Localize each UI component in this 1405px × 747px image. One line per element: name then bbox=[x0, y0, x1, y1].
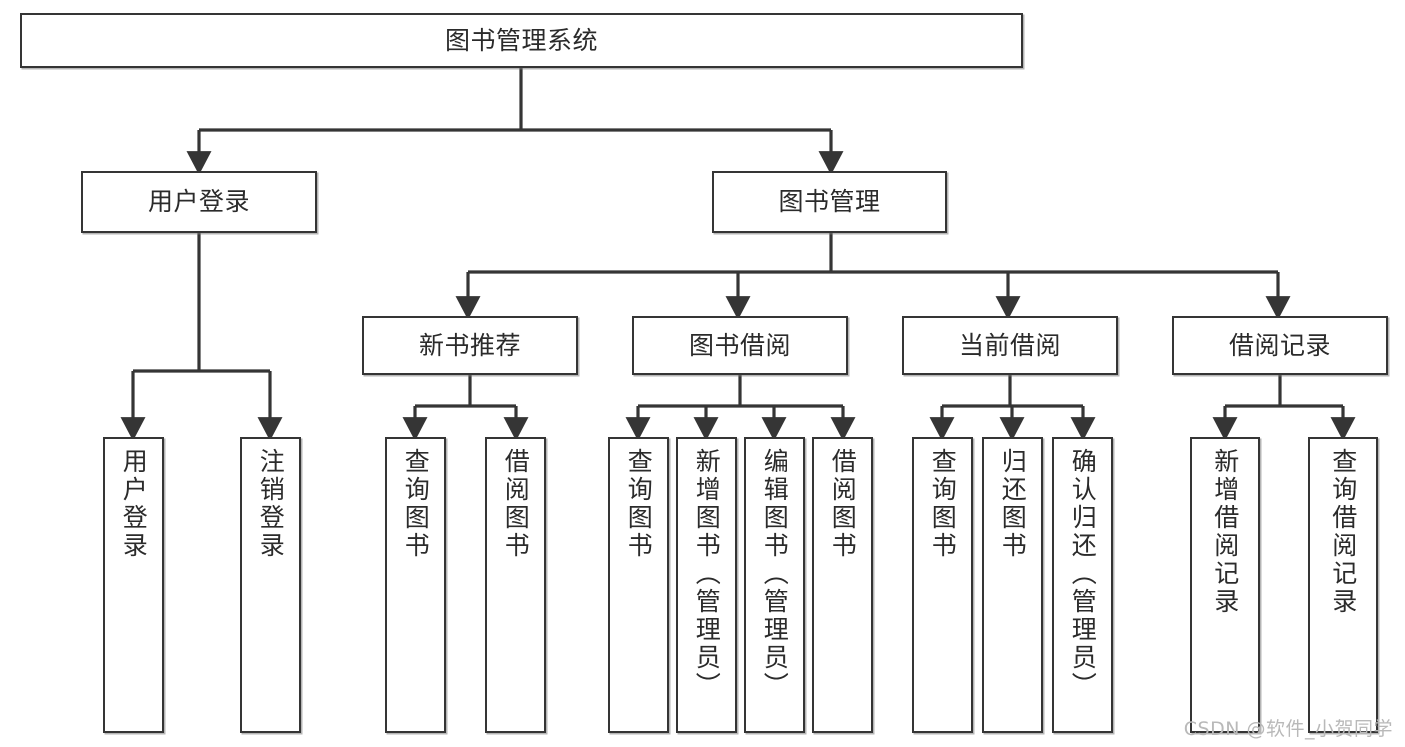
node-label: 新书推荐 bbox=[418, 330, 521, 360]
node-label: 新增图书（管理员） bbox=[692, 448, 722, 700]
node-leaf-query-book-borrow[interactable]: 查询图书 bbox=[608, 437, 669, 733]
node-label: 查询图书 bbox=[928, 448, 958, 560]
node-book-borrowing[interactable]: 图书借阅 bbox=[632, 316, 848, 375]
edge-userlogin-to-leaves bbox=[120, 233, 283, 441]
node-label: 注销登录 bbox=[256, 448, 286, 560]
edge-root-to-level2 bbox=[186, 68, 844, 175]
node-borrowing-record[interactable]: 借阅记录 bbox=[1172, 316, 1388, 375]
node-book-management[interactable]: 图书管理 bbox=[712, 171, 947, 233]
node-leaf-logout-login[interactable]: 注销登录 bbox=[240, 437, 301, 733]
node-label: 查询借阅记录 bbox=[1328, 448, 1358, 616]
node-leaf-query-book-newbook[interactable]: 查询图书 bbox=[385, 437, 446, 733]
edge-borrowrecord-to-leaves bbox=[1212, 375, 1356, 441]
node-label: 查询图书 bbox=[624, 448, 654, 560]
node-label: 确认归还（管理员） bbox=[1068, 448, 1098, 700]
node-label: 新增借阅记录 bbox=[1210, 448, 1240, 616]
node-label: 借阅图书 bbox=[828, 448, 858, 560]
edge-bookmanage-to-level3 bbox=[455, 233, 1291, 320]
node-current-borrowing[interactable]: 当前借阅 bbox=[902, 316, 1118, 375]
node-leaf-edit-book-admin[interactable]: 编辑图书（管理员） bbox=[744, 437, 805, 733]
node-new-book-recommendation[interactable]: 新书推荐 bbox=[362, 316, 578, 375]
node-leaf-add-book-admin[interactable]: 新增图书（管理员） bbox=[676, 437, 737, 733]
node-user-login[interactable]: 用户登录 bbox=[81, 171, 317, 233]
node-label: 图书借阅 bbox=[688, 330, 791, 360]
node-label: 归还图书 bbox=[998, 448, 1028, 560]
node-leaf-user-login[interactable]: 用户登录 bbox=[103, 437, 164, 733]
node-label: 当前借阅 bbox=[958, 330, 1061, 360]
edge-bookborrow-to-leaves bbox=[625, 375, 856, 441]
node-leaf-add-borrow-record[interactable]: 新增借阅记录 bbox=[1190, 437, 1260, 733]
node-leaf-confirm-return-admin[interactable]: 确认归还（管理员） bbox=[1052, 437, 1113, 733]
node-leaf-query-borrow-record[interactable]: 查询借阅记录 bbox=[1308, 437, 1378, 733]
node-leaf-borrow-book[interactable]: 借阅图书 bbox=[812, 437, 873, 733]
edge-currentborrow-to-leaves bbox=[929, 375, 1096, 441]
node-label: 用户登录 bbox=[119, 448, 149, 560]
node-label: 编辑图书（管理员） bbox=[760, 448, 790, 700]
node-label: 用户登录 bbox=[147, 187, 250, 217]
node-label: 图书管理 bbox=[778, 187, 881, 217]
edge-newbook-to-leaves bbox=[402, 375, 529, 441]
node-root-system[interactable]: 图书管理系统 bbox=[20, 13, 1023, 68]
node-leaf-return-book[interactable]: 归还图书 bbox=[982, 437, 1043, 733]
node-label: 查询图书 bbox=[401, 448, 431, 560]
watermark-text: CSDN @软件_小贺同学 bbox=[1183, 718, 1393, 740]
node-leaf-borrow-book-newbook[interactable]: 借阅图书 bbox=[485, 437, 546, 733]
node-label: 借阅记录 bbox=[1228, 330, 1331, 360]
node-label: 借阅图书 bbox=[501, 448, 531, 560]
node-leaf-query-book-current[interactable]: 查询图书 bbox=[912, 437, 973, 733]
node-label: 图书管理系统 bbox=[444, 25, 598, 55]
